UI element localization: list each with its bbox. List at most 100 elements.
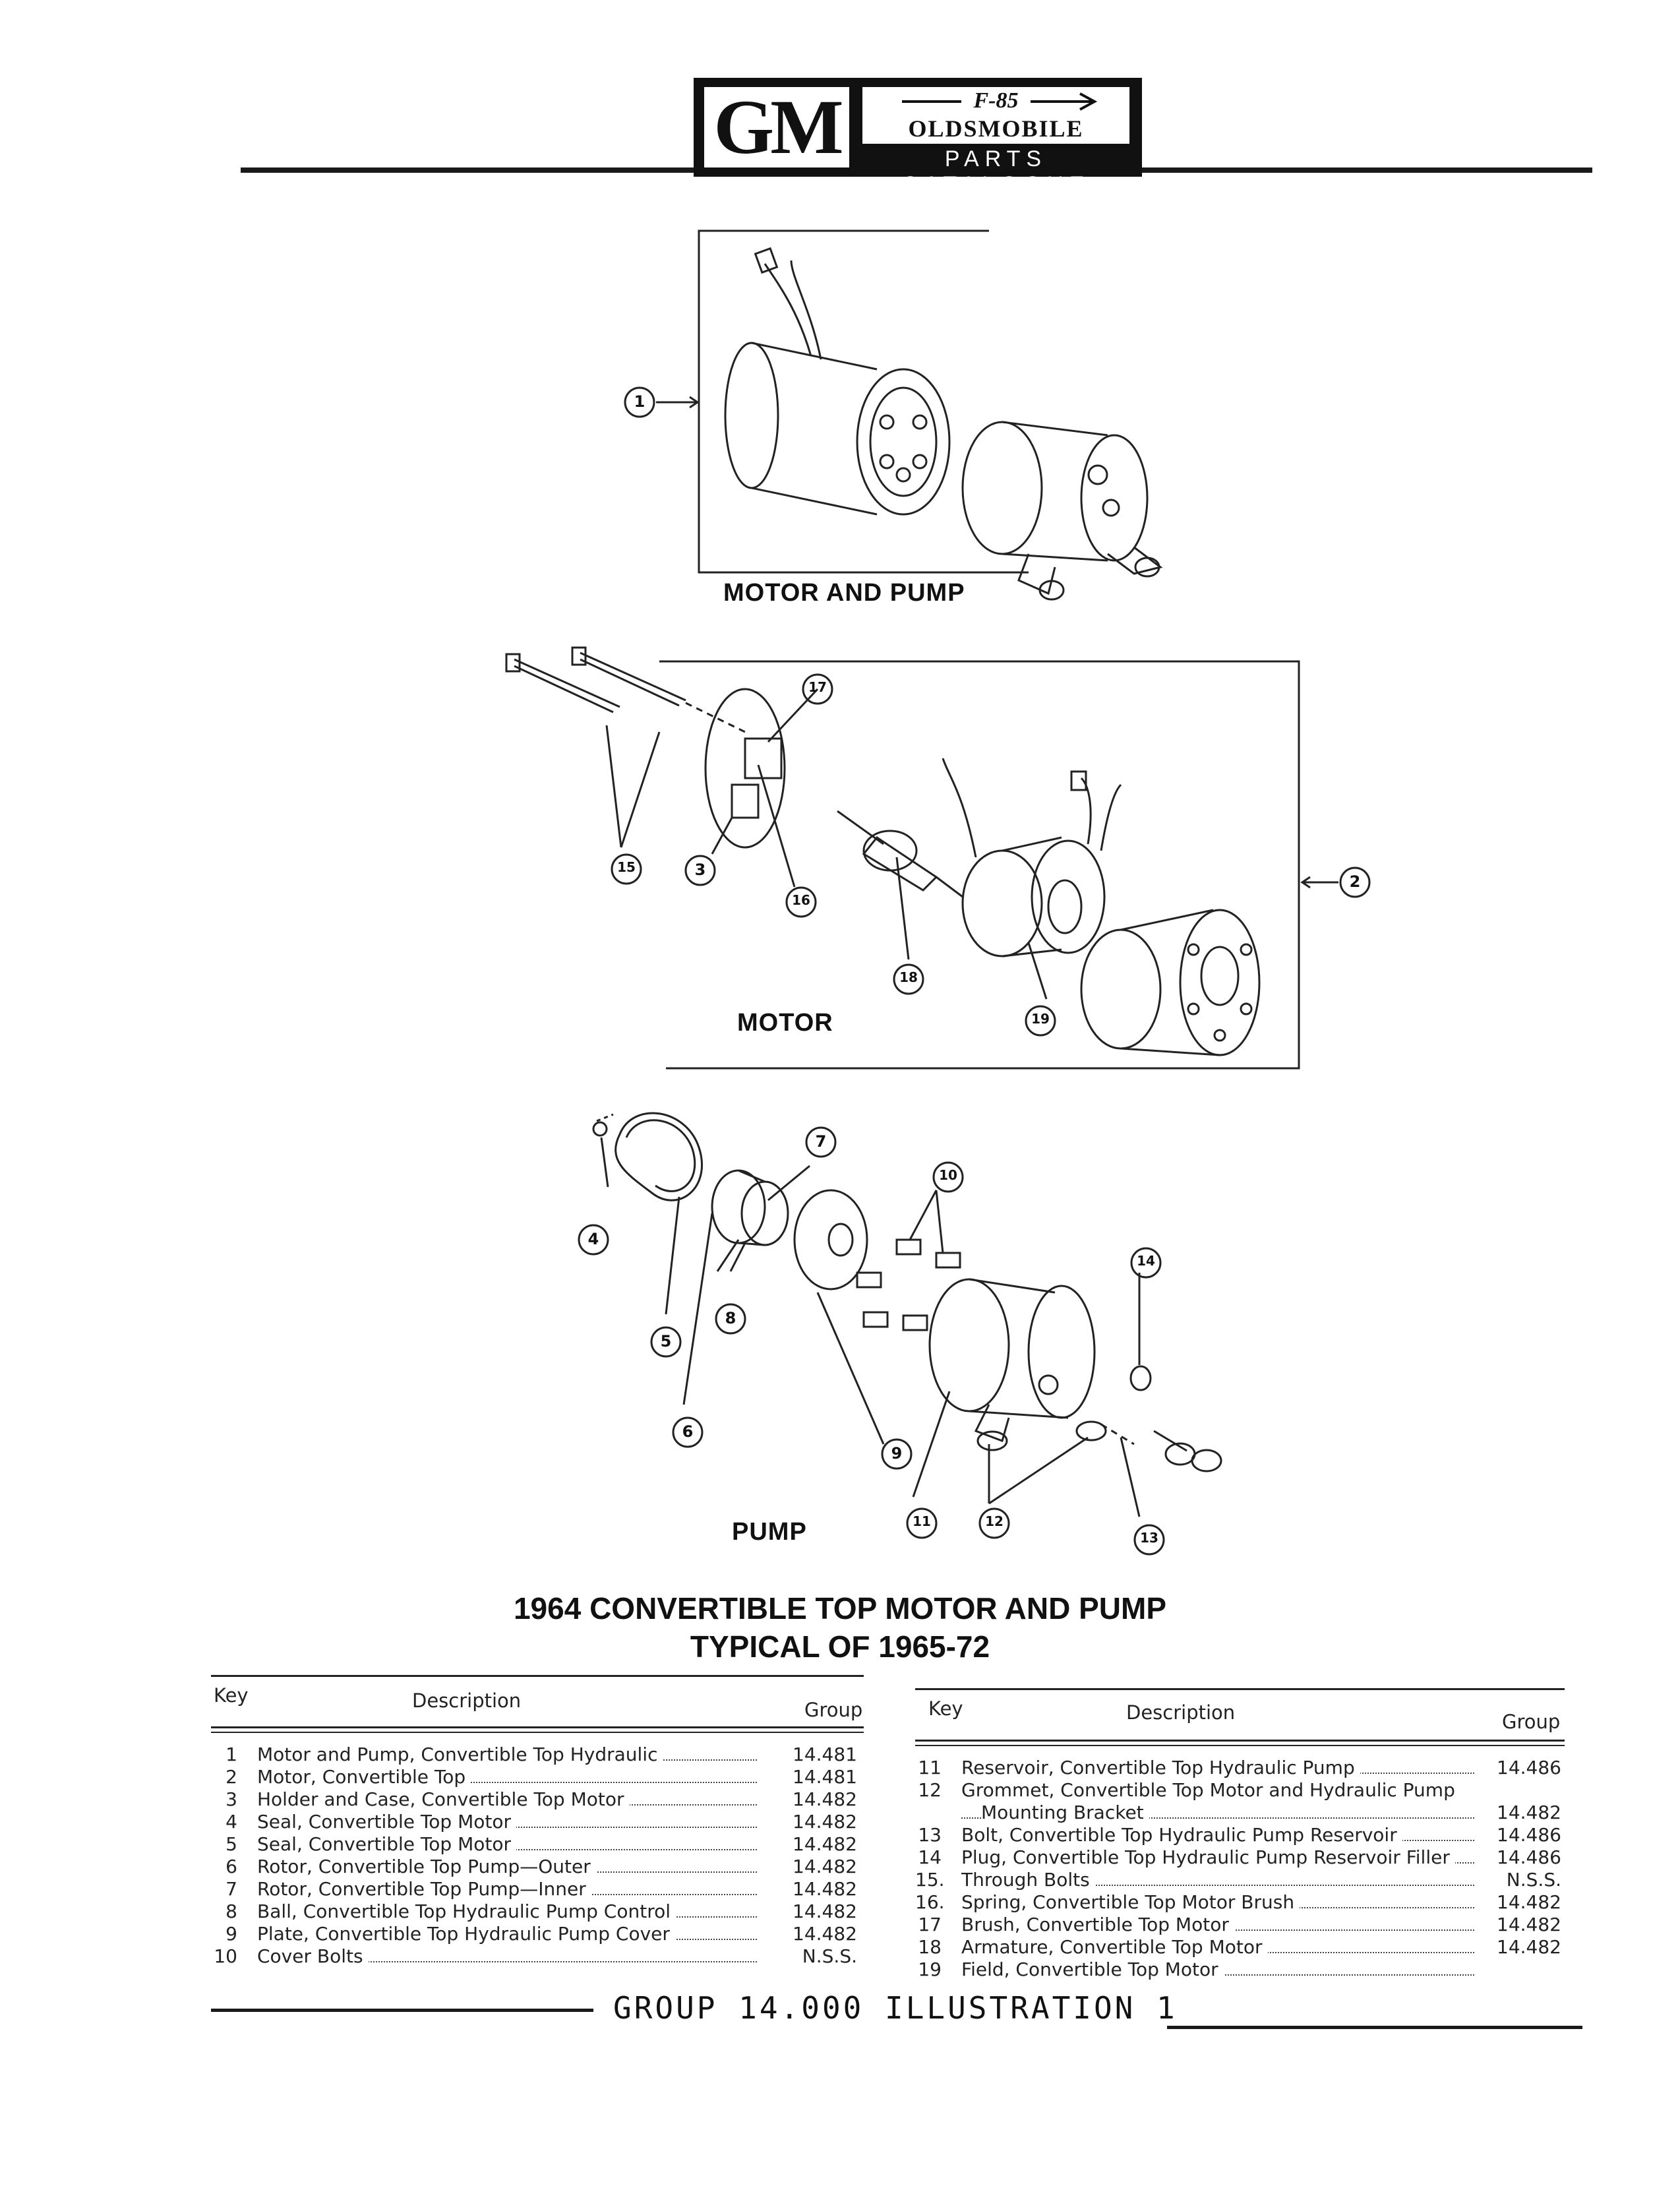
part-key: 10 <box>214 1945 237 1967</box>
leader-dots <box>257 1782 757 1783</box>
part-key: 5 <box>225 1833 237 1855</box>
part-description: Brush, Convertible Top Motor <box>961 1914 1234 1935</box>
callout-7 <box>805 1126 837 1158</box>
callout-number: 1 <box>634 392 645 411</box>
part-description: Ball, Convertible Top Hydraulic Pump Con… <box>257 1900 676 1922</box>
callout-12 <box>978 1507 1010 1539</box>
illustration-title: 1964 CONVERTIBLE TOP MOTOR AND PUMP TYPI… <box>0 1589 1680 1666</box>
part-description-continued: Mounting Bracket <box>981 1802 1149 1823</box>
part-description: Cover Bolts <box>257 1945 369 1967</box>
table-rule <box>915 1740 1565 1742</box>
part-key: 11 <box>918 1757 942 1778</box>
part-key: 7 <box>225 1878 237 1900</box>
part-key: 19 <box>918 1958 942 1980</box>
part-group: 14.482 <box>793 1900 857 1922</box>
part-group: 14.482 <box>793 1856 857 1877</box>
column-header-group: Group <box>804 1699 863 1721</box>
callout-number: 2 <box>1349 872 1361 891</box>
part-key: 1 <box>225 1744 237 1765</box>
parts-row: 5 Seal, Convertible Top Motor 14.482 <box>211 1833 864 1856</box>
part-key: 4 <box>225 1811 237 1833</box>
column-header-group: Group <box>1502 1711 1561 1733</box>
callout-14 <box>1130 1247 1162 1279</box>
catalogue-logo: GM F-85 OLDSMOBILE PARTS CATALOGUE <box>694 78 1142 197</box>
part-group: 14.486 <box>1497 1846 1561 1868</box>
leader-dots <box>961 1885 1474 1886</box>
part-group: 14.486 <box>1497 1757 1561 1778</box>
parts-table-right: Key Description Group 11 Reservoir, Conve… <box>915 1688 1575 1981</box>
part-description: Plate, Convertible Top Hydraulic Pump Co… <box>257 1923 675 1945</box>
part-key: 9 <box>225 1923 237 1945</box>
part-group: 14.481 <box>793 1766 857 1788</box>
part-key: 18 <box>918 1936 942 1958</box>
motor-and-pump-assembly <box>656 229 1163 601</box>
part-group: 14.481 <box>793 1744 857 1765</box>
part-key: 16. <box>915 1891 945 1913</box>
part-key: 13 <box>918 1824 942 1846</box>
footer-rule-right <box>1167 2026 1582 2029</box>
part-key: 3 <box>225 1788 237 1810</box>
column-header-key: Key <box>214 1684 249 1707</box>
callout-number: 9 <box>891 1444 903 1463</box>
callout-11 <box>906 1507 938 1539</box>
part-group: 14.482 <box>793 1811 857 1833</box>
callout-number: 4 <box>587 1230 599 1248</box>
part-key: 8 <box>225 1900 237 1922</box>
callout-16 <box>785 886 817 918</box>
callout-5 <box>650 1326 682 1358</box>
callout-number: 6 <box>682 1422 694 1441</box>
parts-row: 11 Reservoir, Convertible Top Hydraulic P… <box>915 1757 1565 1779</box>
callout-8 <box>715 1303 746 1335</box>
table-rule <box>211 1675 864 1677</box>
callout-number: 16 <box>792 892 810 908</box>
model-badge: F-85 <box>973 88 1019 113</box>
parts-row: 8 Ball, Convertible Top Hydraulic Pump Co… <box>211 1900 864 1923</box>
footer-rule-left <box>211 2009 593 2012</box>
column-header-description: Description <box>1126 1701 1236 1724</box>
caption-motor-and-pump: MOTOR AND PUMP <box>723 579 965 607</box>
part-description: Reservoir, Convertible Top Hydraulic Pum… <box>961 1757 1360 1778</box>
part-description: Grommet, Convertible Top Motor and Hydra… <box>961 1779 1460 1801</box>
catalogue-subtitle: PARTS CATALOGUE <box>901 146 1091 197</box>
callout-number: 8 <box>725 1309 736 1327</box>
callout-17 <box>802 673 833 705</box>
part-description: Seal, Convertible Top Motor <box>257 1833 516 1855</box>
callout-number: 10 <box>939 1167 957 1183</box>
callout-number: 12 <box>985 1513 1004 1529</box>
callout-number: 3 <box>694 861 706 879</box>
table-rule <box>915 1688 1565 1690</box>
part-description: Seal, Convertible Top Motor <box>257 1811 516 1833</box>
part-key: 14 <box>918 1846 942 1868</box>
callout-2 <box>1339 866 1371 898</box>
part-group: 14.482 <box>793 1833 857 1855</box>
part-description: Holder and Case, Convertible Top Motor <box>257 1788 630 1810</box>
callout-15 <box>611 853 642 885</box>
part-key: 17 <box>918 1914 942 1935</box>
callout-18 <box>893 963 924 995</box>
callout-markers <box>578 386 1371 1556</box>
part-description: Through Bolts <box>961 1869 1095 1891</box>
callout-19 <box>1025 1005 1056 1037</box>
motor-assembly <box>505 646 1338 1070</box>
callout-number: 14 <box>1137 1253 1155 1269</box>
parts-row: 4 Seal, Convertible Top Motor 14.482 <box>211 1811 864 1833</box>
part-group: N.S.S. <box>802 1945 857 1967</box>
callout-number: 19 <box>1031 1011 1050 1027</box>
callout-13 <box>1133 1524 1165 1556</box>
callout-1 <box>624 386 655 418</box>
column-header-key: Key <box>928 1697 963 1720</box>
callout-number: 15 <box>617 859 636 875</box>
pump-assembly <box>592 1112 1222 1473</box>
part-group: 14.486 <box>1497 1824 1561 1846</box>
part-group: 14.482 <box>793 1923 857 1945</box>
caption-pump: PUMP <box>732 1518 807 1546</box>
column-header-description: Description <box>412 1689 522 1712</box>
